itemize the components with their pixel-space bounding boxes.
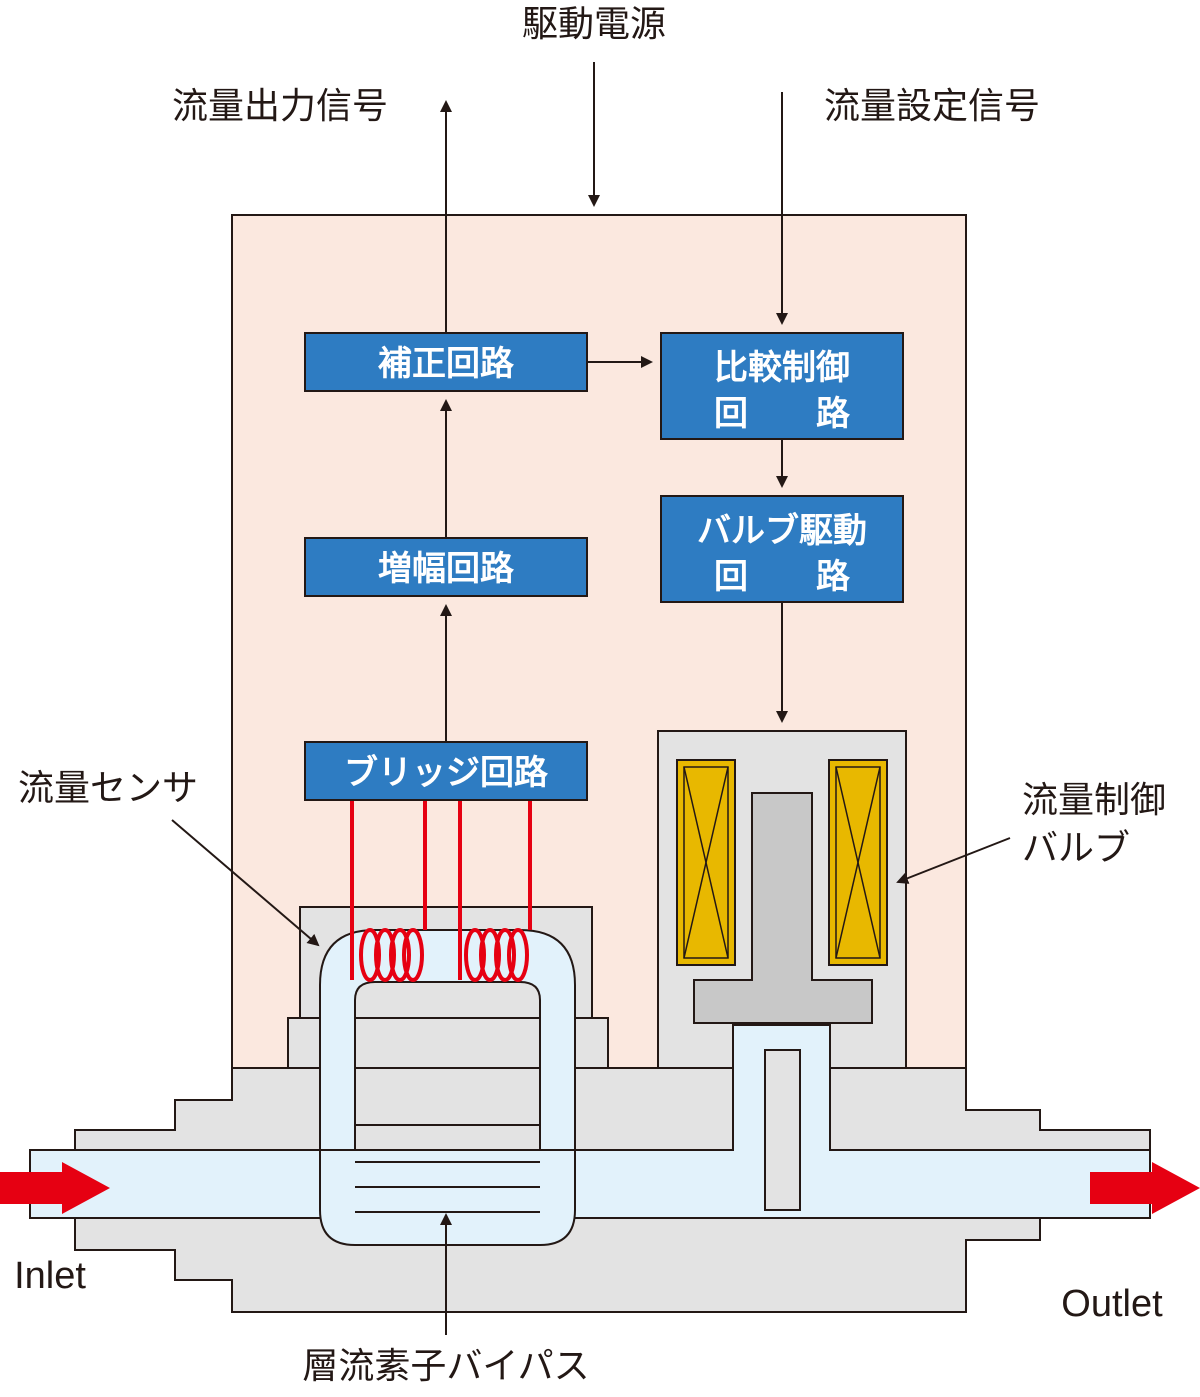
valve-plunger	[693, 792, 873, 1024]
amplifier-circuit-block: 増幅回路	[304, 537, 588, 597]
valve-drive-circuit-block: バルブ駆動 回 路	[660, 495, 904, 603]
comparison-circuit-label-1: 比較制御	[714, 348, 850, 388]
flow-control-valve-label-1: 流量制御	[1022, 780, 1166, 821]
correction-circuit-label: 補正回路	[378, 344, 515, 384]
solenoid-coil-right	[828, 759, 888, 966]
sensor-coil-upstream	[350, 800, 427, 982]
inlet-label: Inlet	[14, 1255, 86, 1297]
pointer-flow-control-valve	[896, 837, 1011, 884]
drive-power-label: 駆動電源	[522, 4, 666, 45]
amplifier-circuit-label: 増幅回路	[378, 549, 515, 589]
bridge-circuit-label: ブリッジ回路	[344, 753, 549, 793]
flow-sensor-label: 流量センサ	[18, 768, 198, 809]
comparison-circuit-label-2: 回 路	[714, 394, 851, 434]
flow-control-valve-label-2: バルブ	[1022, 828, 1130, 869]
bridge-circuit-block: ブリッジ回路	[304, 741, 588, 801]
flow-setting-signal-label: 流量設定信号	[824, 86, 1040, 127]
outlet-flow-arrow	[1090, 1162, 1200, 1214]
solenoid-coil-left	[676, 759, 736, 966]
laminar-bypass-label: 層流素子バイパス	[302, 1346, 589, 1387]
inlet-flow-arrow	[0, 1162, 110, 1214]
flow-output-signal-label: 流量出力信号	[172, 86, 388, 127]
valve-drive-circuit-label-2: 回 路	[714, 557, 851, 597]
pointer-flow-sensor	[171, 819, 320, 947]
sensor-tube	[319, 929, 576, 1151]
outlet-label: Outlet	[1061, 1283, 1163, 1325]
valve-drive-circuit-label-1: バルブ駆動	[697, 511, 867, 551]
correction-circuit-block: 補正回路	[304, 332, 588, 392]
comparison-control-circuit-block: 比較制御 回 路	[660, 332, 904, 440]
bypass-bulge	[319, 1149, 576, 1246]
sensor-coil-downstream	[458, 800, 532, 982]
